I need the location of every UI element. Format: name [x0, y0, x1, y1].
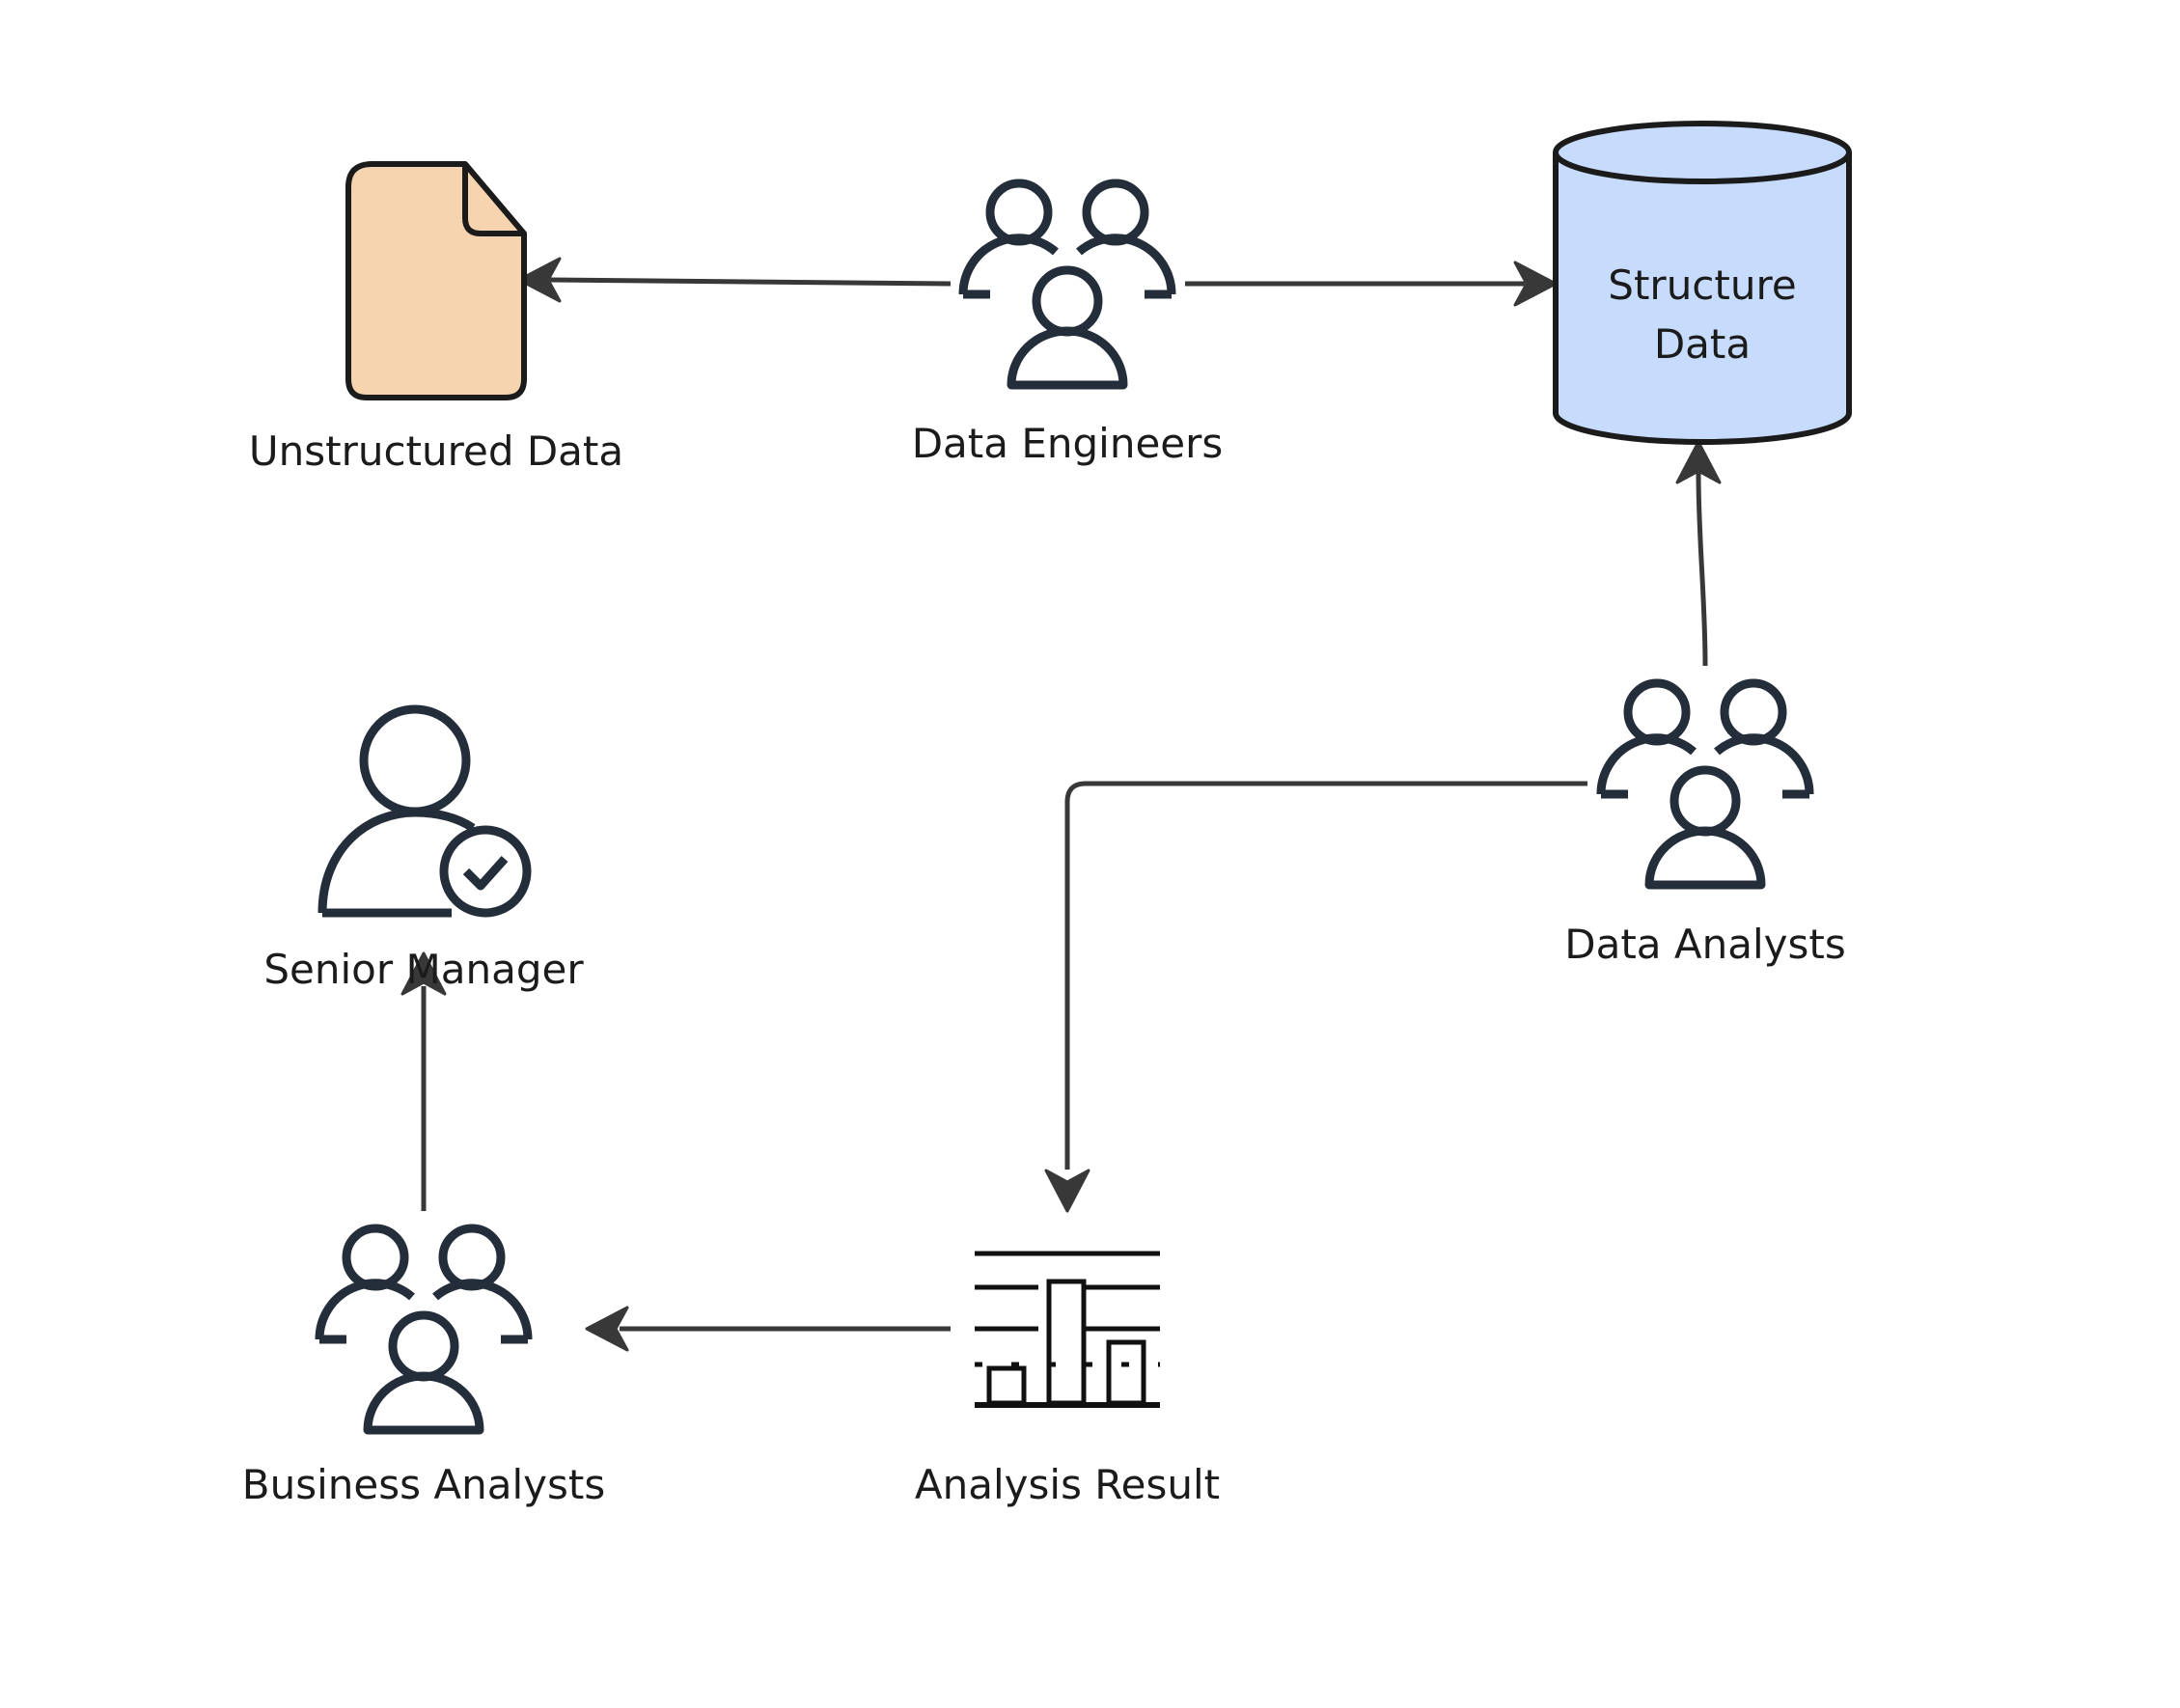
label-data-analysts: Data Analysts	[1564, 921, 1845, 968]
node-senior-manager[interactable]: Senior Manager	[263, 704, 584, 993]
document-icon	[345, 161, 527, 400]
database-top-rim	[1553, 152, 1852, 184]
database-cylinder-icon	[1553, 121, 1852, 445]
node-data-analysts[interactable]: Data Analysts	[1564, 678, 1846, 968]
label-unstructured-data: Unstructured Data	[249, 427, 623, 475]
edge-data-analysts-to-analysis-result	[1044, 781, 1587, 1213]
label-analysis-result: Analysis Result	[915, 1461, 1220, 1508]
edge-data-analysts-to-structure-data	[1675, 440, 1722, 667]
label-structure-data-line2: Data	[1654, 320, 1751, 368]
node-data-engineers[interactable]: Data Engineers	[912, 179, 1224, 467]
bar-chart-icon	[975, 1251, 1160, 1408]
node-business-analysts[interactable]: Business Analysts	[242, 1224, 605, 1508]
label-senior-manager: Senior Manager	[263, 946, 584, 993]
group-icon	[1596, 678, 1814, 890]
edge-business-analysts-to-senior-manager	[400, 951, 447, 1211]
label-business-analysts: Business Analysts	[242, 1461, 605, 1508]
group-icon	[315, 1224, 533, 1435]
user-check-icon	[317, 704, 532, 918]
group-icon	[958, 179, 1176, 390]
edge-data-engineers-to-structure-data	[1185, 261, 1558, 307]
label-data-engineers: Data Engineers	[912, 420, 1224, 467]
document-fold-icon	[462, 164, 524, 236]
edge-analysis-result-to-business-analysts	[585, 1306, 951, 1352]
label-structure-data-line1: Structure	[1608, 262, 1796, 309]
edge-data-engineers-to-unstructured-data	[517, 257, 952, 303]
node-analysis-result[interactable]: Analysis Result	[915, 1251, 1220, 1508]
node-unstructured-data[interactable]: Unstructured Data	[249, 161, 623, 475]
node-structure-data[interactable]: Structure Data	[1553, 121, 1852, 445]
